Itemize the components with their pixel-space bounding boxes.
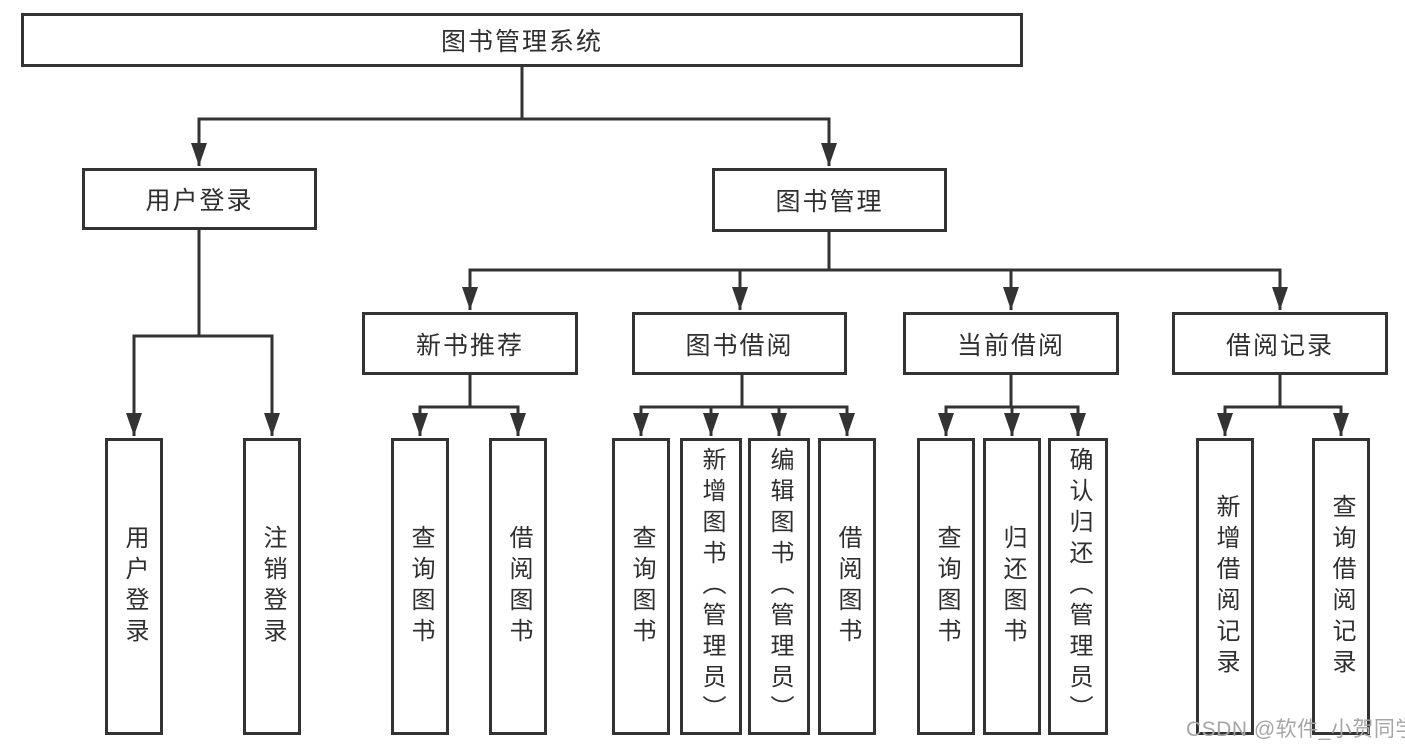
leaf-query-books: 查询图书 xyxy=(391,438,449,735)
leaf-label: 新增借阅记录 xyxy=(1212,493,1239,680)
leaf-logout: 注销登录 xyxy=(243,438,301,735)
node-new-book-recommendation: 新书推荐 xyxy=(362,312,578,375)
branch-book-management-to-level3 xyxy=(462,232,1288,310)
branch-user-login-leaves xyxy=(126,229,280,436)
node-library-management-system: 图书管理系统 xyxy=(21,13,1023,67)
node-book-management: 图书管理 xyxy=(712,168,947,232)
leaf-user-login: 用户登录 xyxy=(105,438,163,735)
leaf-return-books: 归还图书 xyxy=(983,438,1041,735)
branch-borrow-records-leaves xyxy=(1217,374,1349,436)
leaf-label: 注销登录 xyxy=(259,524,286,649)
leaf-edit-books-admin: 编辑图书（管理员） xyxy=(748,438,810,735)
branch-new-books-leaves xyxy=(412,374,526,436)
leaf-label: 查询借阅记录 xyxy=(1328,493,1355,680)
node-label: 用户登录 xyxy=(145,187,254,215)
leaf-add-borrow-record: 新增借阅记录 xyxy=(1196,438,1254,735)
node-current-borrowing: 当前借阅 xyxy=(903,312,1119,375)
leaf-label: 用户登录 xyxy=(121,524,148,649)
branch-root-to-level2 xyxy=(191,66,837,166)
leaf-label: 借阅图书 xyxy=(834,524,861,649)
leaf-label: 查询图书 xyxy=(407,524,434,649)
leaf-label: 新增图书（管理员） xyxy=(698,447,725,726)
leaf-borrow-books-2: 借阅图书 xyxy=(818,438,876,735)
leaf-label: 查询图书 xyxy=(933,524,960,649)
leaf-query-borrow-record: 查询借阅记录 xyxy=(1312,438,1370,735)
leaf-add-books-admin: 新增图书（管理员） xyxy=(680,438,742,735)
node-borrowing-records: 借阅记录 xyxy=(1172,312,1388,375)
leaf-confirm-return-admin: 确认归还（管理员） xyxy=(1048,438,1108,735)
branch-current-borrow-leaves xyxy=(938,374,1086,436)
leaf-label: 编辑图书（管理员） xyxy=(766,447,793,726)
node-label: 当前借阅 xyxy=(956,331,1065,360)
node-label: 新书推荐 xyxy=(415,331,524,360)
csdn-watermark: CSDN @软件_小贺同学 xyxy=(1186,718,1405,741)
leaf-label: 确认归还（管理员） xyxy=(1065,447,1092,726)
node-user-login: 用户登录 xyxy=(82,168,317,230)
leaf-borrow-books: 借阅图书 xyxy=(489,438,547,735)
node-book-borrowing: 图书借阅 xyxy=(632,312,847,375)
leaf-query-books-2: 查询图书 xyxy=(612,438,670,735)
node-label: 图书管理 xyxy=(775,188,884,216)
leaf-label: 借阅图书 xyxy=(505,524,532,649)
leaf-label: 查询图书 xyxy=(628,524,655,649)
node-label: 图书管理系统 xyxy=(440,28,603,56)
branch-book-borrow-leaves xyxy=(633,374,855,436)
node-label: 图书借阅 xyxy=(685,331,794,360)
node-label: 借阅记录 xyxy=(1225,331,1334,360)
leaf-label: 归还图书 xyxy=(999,524,1026,649)
leaf-query-books-3: 查询图书 xyxy=(917,438,975,735)
